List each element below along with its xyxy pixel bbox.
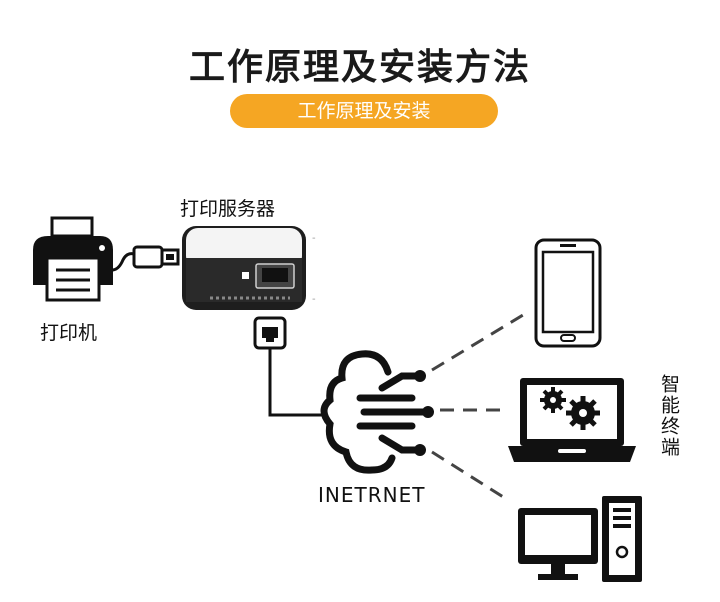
wireless-links — [431, 310, 529, 502]
desktop-computer-icon — [518, 496, 642, 582]
svg-text:-: - — [312, 294, 316, 305]
print-server-device-icon: - - — [182, 226, 316, 310]
ethernet-cable-line — [268, 348, 328, 417]
usb-cable-icon — [111, 245, 180, 272]
smartphone-icon — [534, 238, 602, 348]
page-title: 工作原理及安装方法 — [188, 47, 531, 88]
internet-label: INETRNET — [318, 483, 426, 507]
gears-icon — [540, 387, 600, 430]
printer-icon — [33, 216, 113, 302]
ethernet-port-icon — [253, 316, 287, 350]
print-server-label: 打印服务器 — [180, 198, 276, 220]
smart-terminals-label: 智能终端 — [658, 374, 680, 458]
laptop-icon — [508, 378, 636, 462]
section-badge: 工作原理及安装 — [230, 94, 498, 128]
internet-cloud-icon — [320, 350, 434, 474]
svg-text:-: - — [312, 233, 316, 244]
printer-label: 打印机 — [40, 322, 98, 344]
